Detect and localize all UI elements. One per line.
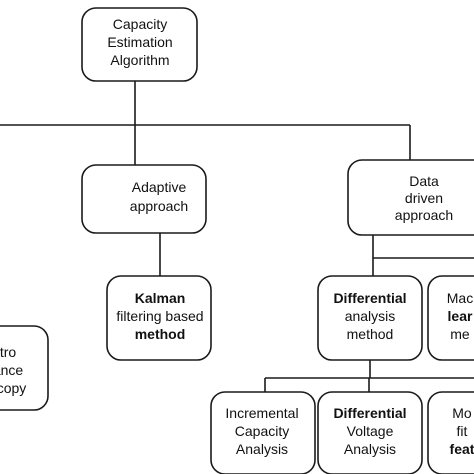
label-line: approach xyxy=(130,198,188,214)
label-line: Differential xyxy=(333,405,406,421)
label-line: Algorithm xyxy=(110,52,169,68)
label-line: Data xyxy=(409,173,439,189)
label-line: fit xyxy=(457,423,468,439)
label-line: feat xyxy=(450,441,474,457)
node-boxes xyxy=(0,7,474,474)
label-line: ance xyxy=(0,362,23,378)
kalman-box xyxy=(106,275,212,361)
label-line: me xyxy=(450,326,470,342)
label-line: tro xyxy=(0,344,16,360)
machine-learning-box xyxy=(427,275,474,361)
kalman-label: Kalman filtering based method xyxy=(116,290,203,342)
root-box xyxy=(81,7,198,82)
label-line: method xyxy=(347,326,394,342)
label-line: Capacity xyxy=(235,423,289,439)
incremental-box xyxy=(210,391,316,474)
label-line: Voltage xyxy=(347,423,394,439)
electro-label: tro ance scopy xyxy=(0,344,26,396)
label-line: scopy xyxy=(0,380,26,396)
label-line: Capacity xyxy=(113,16,167,32)
label-line: analysis xyxy=(345,308,396,324)
adaptive-label: Adaptive approach xyxy=(130,179,188,214)
label-line: Incremental xyxy=(225,405,298,421)
label-line: approach xyxy=(395,207,453,223)
electro-box xyxy=(0,325,49,411)
model-fit-label: Mo fit feat xyxy=(450,405,474,457)
label-line: Differential xyxy=(333,290,406,306)
label-line: Adaptive xyxy=(132,179,187,195)
label-line: Mac xyxy=(447,290,473,306)
differential-voltage-box xyxy=(317,391,423,474)
label-line: Analysis xyxy=(236,441,288,457)
connector-lines xyxy=(0,81,474,392)
label-line: driven xyxy=(405,190,443,206)
data-driven-box xyxy=(347,159,474,236)
machine-learning-label: Mac lear me xyxy=(447,290,473,342)
label-line: filtering based xyxy=(116,308,203,324)
label-line: Estimation xyxy=(107,34,172,50)
label-line: Mo xyxy=(452,405,472,421)
differential-box xyxy=(317,275,423,361)
label-line: Kalman xyxy=(135,290,186,306)
differential-label: Differential analysis method xyxy=(333,290,406,342)
model-fit-box xyxy=(427,391,474,474)
label-line: method xyxy=(135,326,186,342)
adaptive-box xyxy=(81,164,207,234)
label-line: lear xyxy=(448,308,473,324)
label-line: Analysis xyxy=(344,441,396,457)
